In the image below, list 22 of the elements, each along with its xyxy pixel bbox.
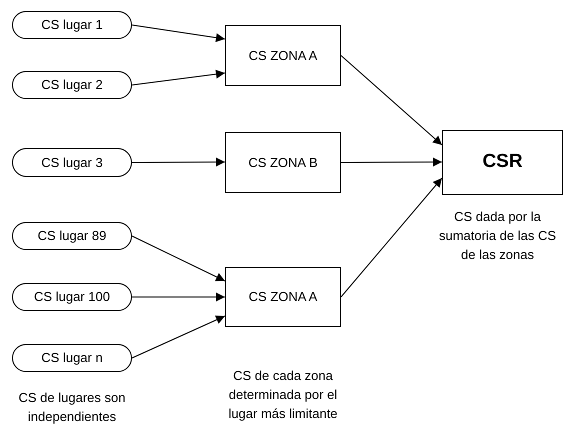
node-caption: CS dada por la sumatoria de las CS de las zonas bbox=[438, 208, 558, 264]
arrow bbox=[132, 236, 226, 282]
process-box: CS ZONA A bbox=[225, 267, 341, 327]
caption-text: CS de lugares son independientes bbox=[18, 389, 126, 426]
rounded-node: CS lugar 2 bbox=[12, 71, 132, 99]
process-box: CSR bbox=[442, 130, 563, 195]
arrow bbox=[340, 55, 442, 146]
rounded-node: CS lugar 3 bbox=[12, 148, 132, 177]
arrow bbox=[132, 316, 226, 358]
caption-text: CS de cada zona determinada por el lugar más limitante bbox=[227, 367, 339, 423]
rounded-node: CS lugar n bbox=[12, 344, 132, 372]
process-box: CS ZONA B bbox=[225, 132, 341, 193]
arrow bbox=[132, 70, 226, 86]
arrow bbox=[340, 158, 442, 167]
arrow bbox=[132, 24, 226, 42]
arrow bbox=[132, 158, 226, 167]
rounded-node: CS lugar 100 bbox=[12, 283, 132, 311]
rounded-node: CS lugar 1 bbox=[12, 11, 132, 39]
process-box: CS ZONA A bbox=[225, 25, 341, 86]
rounded-node: CS lugar 89 bbox=[12, 222, 132, 250]
arrow bbox=[132, 292, 226, 302]
arrow bbox=[340, 178, 442, 298]
